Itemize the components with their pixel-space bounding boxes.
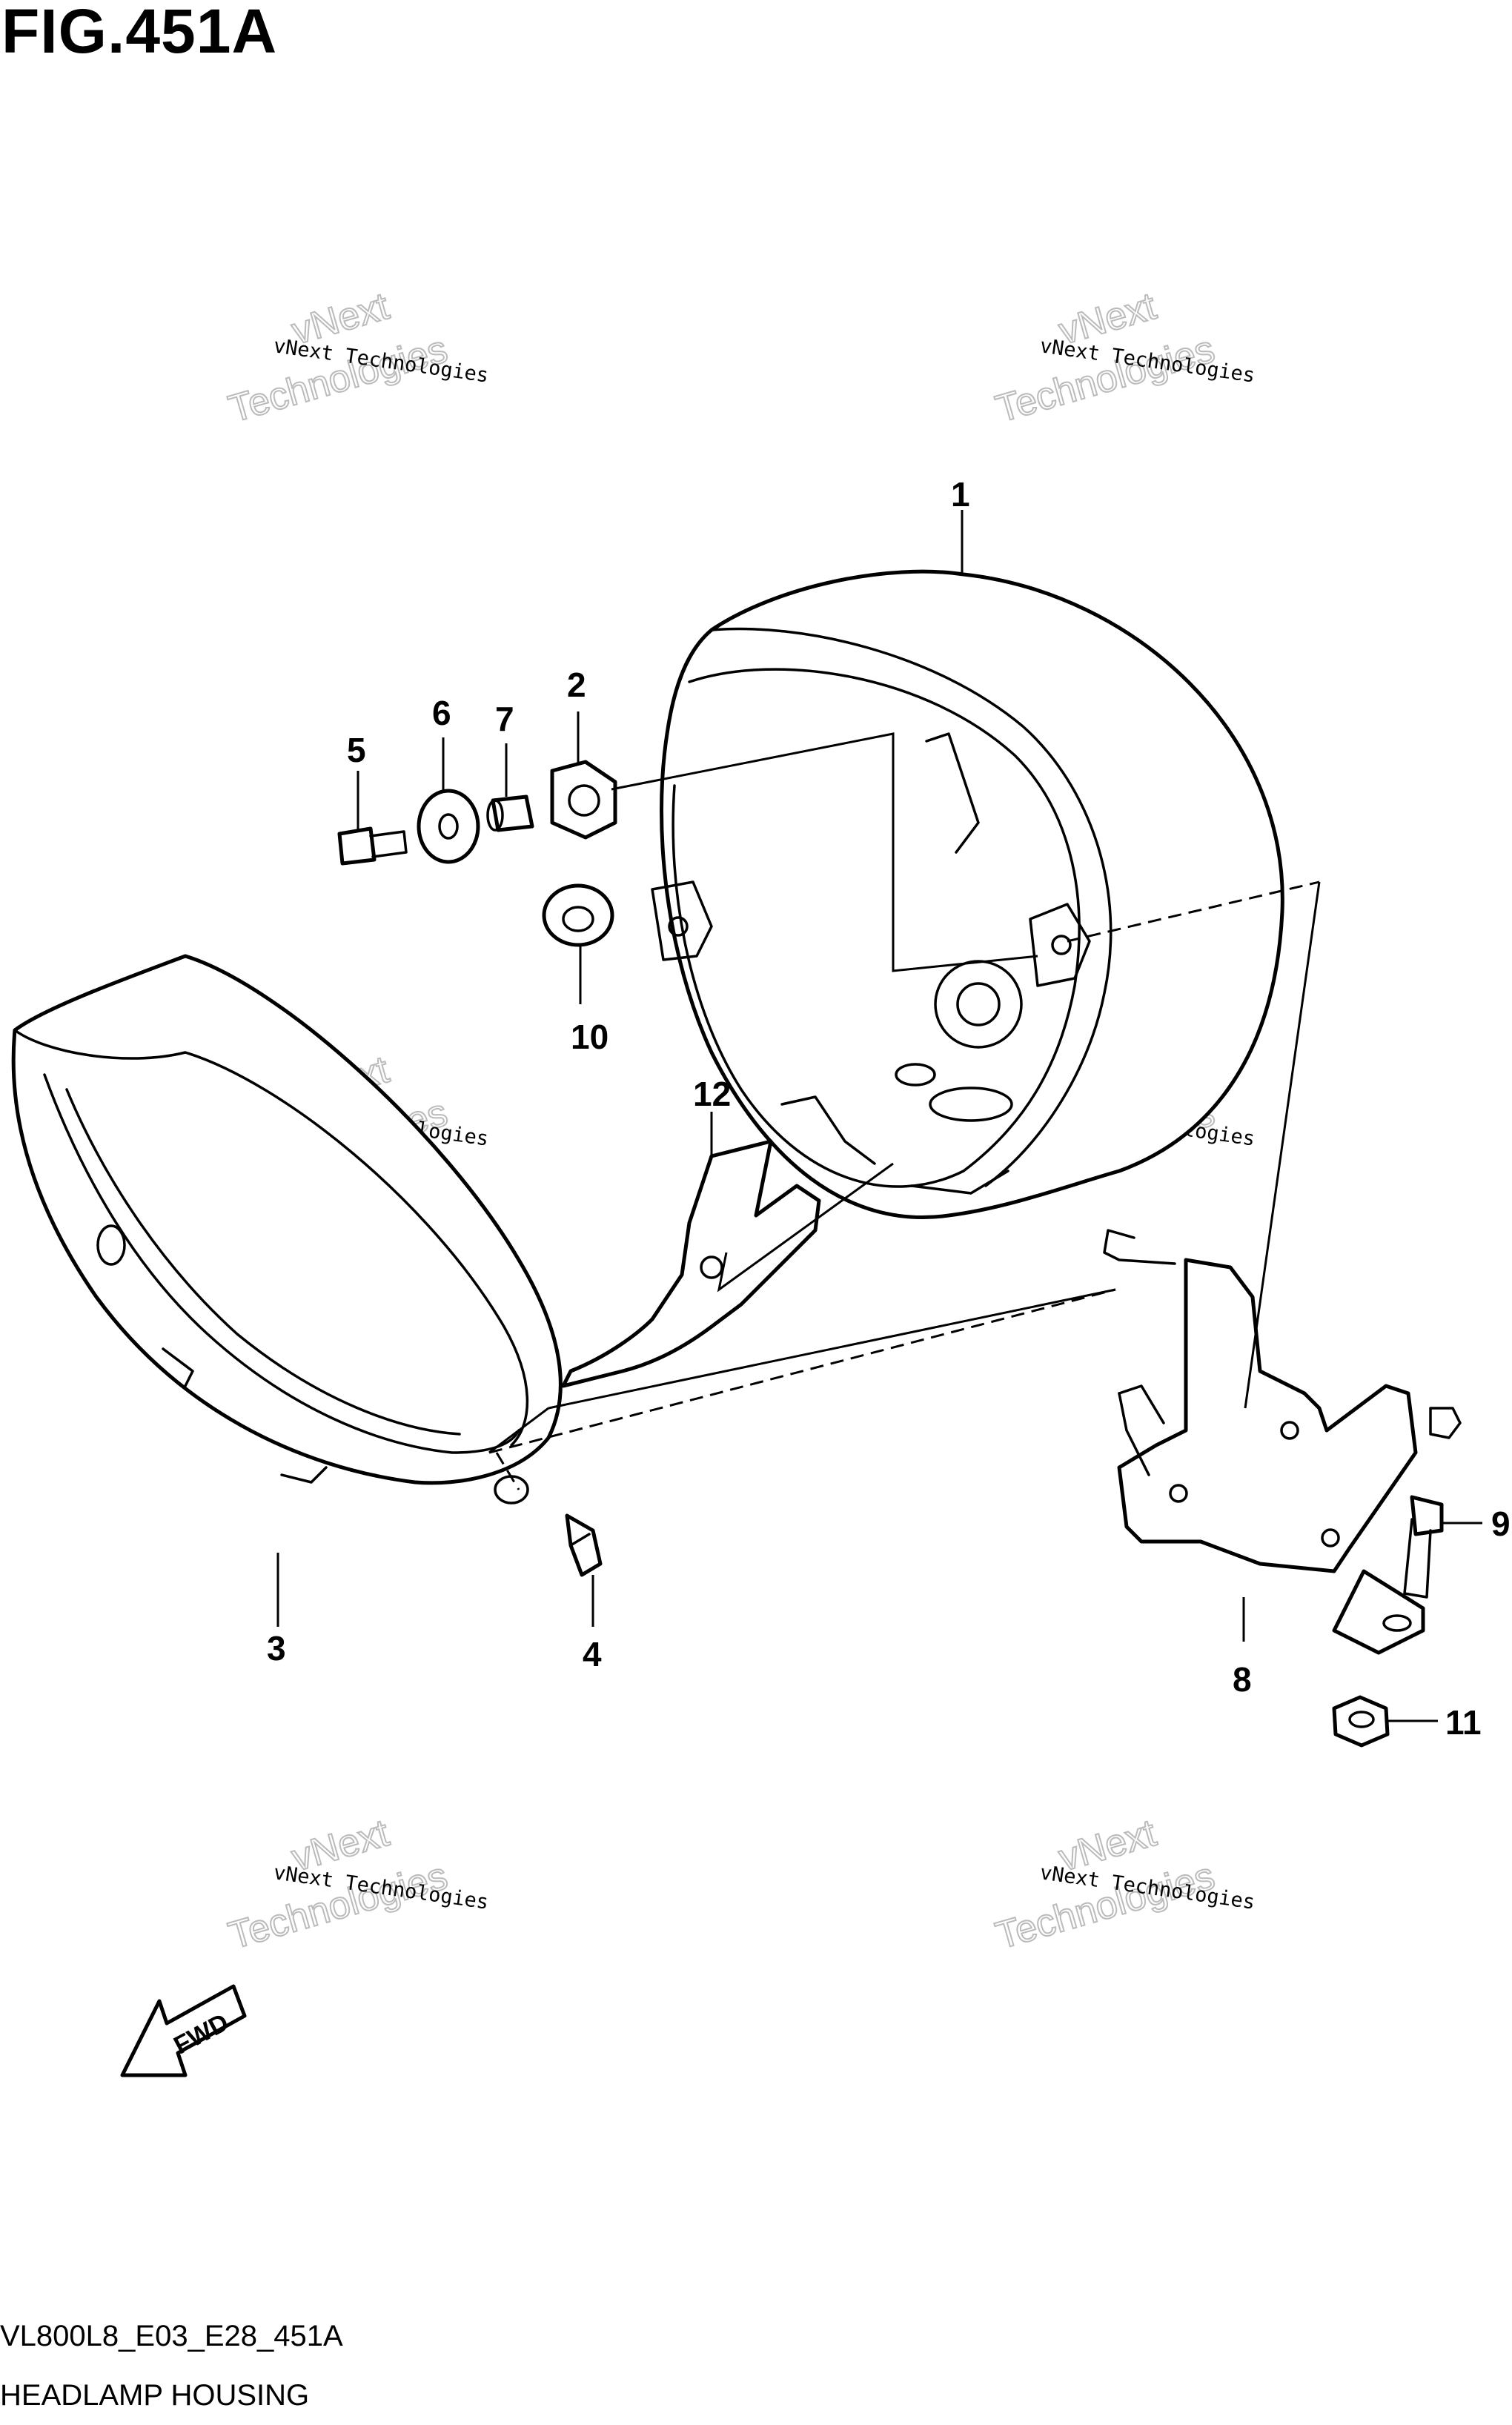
callout-11: 11 xyxy=(1445,1703,1482,1742)
callout-1: 1 xyxy=(951,475,970,514)
callout-3: 3 xyxy=(267,1629,286,1668)
callout-6: 6 xyxy=(432,694,451,732)
watermark-top-right: Technologies vNext vNext Technologies xyxy=(990,284,1256,432)
callout-9: 9 xyxy=(1491,1505,1511,1543)
callout-2: 2 xyxy=(567,666,586,704)
callout-12: 12 xyxy=(693,1075,731,1113)
part-7-collar xyxy=(486,794,534,832)
watermark-bottom-left: Technologies vNext vNext Technologies xyxy=(223,1811,490,1959)
callout-labels: 1 2 3 4 5 6 7 8 9 10 11 12 xyxy=(267,475,1511,1742)
part-3-headlamp-rim xyxy=(11,954,563,1505)
watermark-bottom-right: Technologies vNext vNext Technologies xyxy=(990,1811,1256,1959)
figure-code: VL800L8_E03_E28_451A xyxy=(0,2320,343,2352)
part-1-headlamp-housing xyxy=(651,569,1284,1220)
part-5-screw xyxy=(337,826,408,866)
callout-8: 8 xyxy=(1233,1660,1252,1699)
part-6-washer xyxy=(417,789,480,864)
watermark-top-left: Technologies vNext vNext Technologies xyxy=(223,284,490,432)
fwd-arrow-icon: FWD xyxy=(120,1984,247,2077)
part-4-screw xyxy=(565,1513,603,1577)
figure-name: HEADLAMP HOUSING xyxy=(0,2379,310,2412)
part-11-nut xyxy=(1332,1695,1390,1748)
part-2-nut xyxy=(550,760,617,840)
callout-10: 10 xyxy=(571,1018,609,1056)
part-10-grommet xyxy=(542,883,614,947)
leader-lines xyxy=(276,510,1482,1722)
callout-4: 4 xyxy=(583,1635,602,1673)
callout-7: 7 xyxy=(495,700,514,738)
callout-5: 5 xyxy=(347,731,366,769)
part-12-bracket xyxy=(561,1139,821,1388)
part-8-mount-bracket xyxy=(1103,1229,1462,1655)
part-9-bolt xyxy=(1403,1495,1444,1599)
figure-title: FIG.451A xyxy=(1,0,278,66)
